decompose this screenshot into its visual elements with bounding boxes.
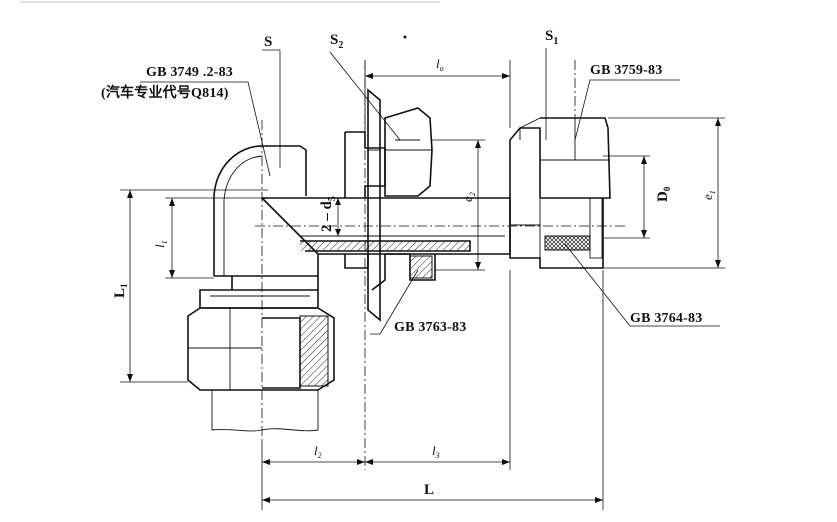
- lock-nut: [371, 107, 436, 291]
- label-gb3759: GB 3759-83: [590, 63, 662, 78]
- label-D0: D0: [655, 186, 672, 202]
- label-s2: S2: [330, 32, 343, 51]
- label-auto-code: (汽车专业代号Q814): [101, 84, 229, 101]
- label-gb3763: GB 3763-83: [394, 320, 466, 335]
- label-s: S: [264, 34, 272, 50]
- label-L1: L1: [112, 283, 129, 298]
- label-e1: e1: [700, 190, 717, 200]
- label-s1: S1: [545, 28, 558, 47]
- label-l2: l2: [314, 443, 322, 460]
- center-lines: [255, 60, 625, 470]
- label-l1: l1: [152, 240, 169, 248]
- elbow-fitting: [187, 145, 335, 432]
- label-l3: l3: [432, 443, 440, 460]
- union-nut-right: [509, 117, 611, 269]
- label-l0: lo: [436, 56, 444, 73]
- label-e2: e2: [460, 192, 477, 202]
- label-gb3749: GB 3749 .2-83: [146, 65, 233, 80]
- bulkhead-body: [268, 88, 511, 322]
- label-L: L: [424, 482, 434, 498]
- labels: S S2 S1 GB 3749 .2-83 (汽车专业代号Q814) GB 37…: [101, 28, 717, 498]
- leader-lines: [140, 48, 720, 335]
- label-d5: 2 – d5: [319, 196, 338, 232]
- dimension-lines: [120, 60, 725, 510]
- label-gb3764: GB 3764-83: [630, 311, 702, 326]
